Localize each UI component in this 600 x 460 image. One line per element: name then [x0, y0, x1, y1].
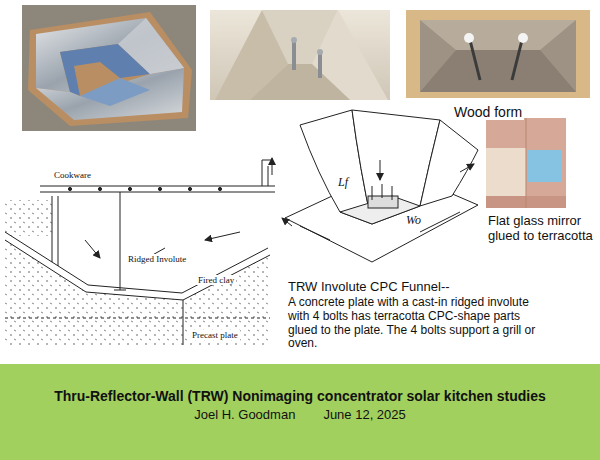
- part-label: Precast plate: [190, 330, 240, 340]
- photo-concrete-plate: [210, 10, 390, 100]
- date-text: June 12, 2025: [323, 407, 405, 422]
- part-label: Fired clay: [196, 275, 236, 285]
- part-label: Cookware: [52, 170, 93, 180]
- part-label: Ridged Involute: [126, 254, 188, 264]
- heading-text: TRW Involute CPC Funnel--: [286, 280, 452, 295]
- banner-title: Thru-Reflector-Wall (TRW) Nonimaging con…: [0, 388, 600, 404]
- author-name: Joel H. Goodman: [194, 407, 295, 422]
- photo-caption: Flat glass mirror glued to terracotta: [486, 214, 598, 244]
- photo-foil-tray: [22, 5, 196, 131]
- photo-terracotta-mirror: [486, 118, 566, 208]
- photo-caption: Wood form: [452, 104, 524, 120]
- dimension-label: Wo: [404, 214, 423, 228]
- body-text: A concrete plate with a cast-in ridged i…: [286, 296, 540, 351]
- title-banner: Thru-Reflector-Wall (TRW) Nonimaging con…: [0, 364, 600, 460]
- dimension-label: Lf: [336, 176, 350, 190]
- photo-wood-form: [406, 10, 590, 98]
- cross-section-drawing: [5, 158, 275, 345]
- isometric-funnel-drawing: [282, 110, 478, 262]
- byline-row: Joel H. Goodman June 12, 2025: [0, 407, 600, 422]
